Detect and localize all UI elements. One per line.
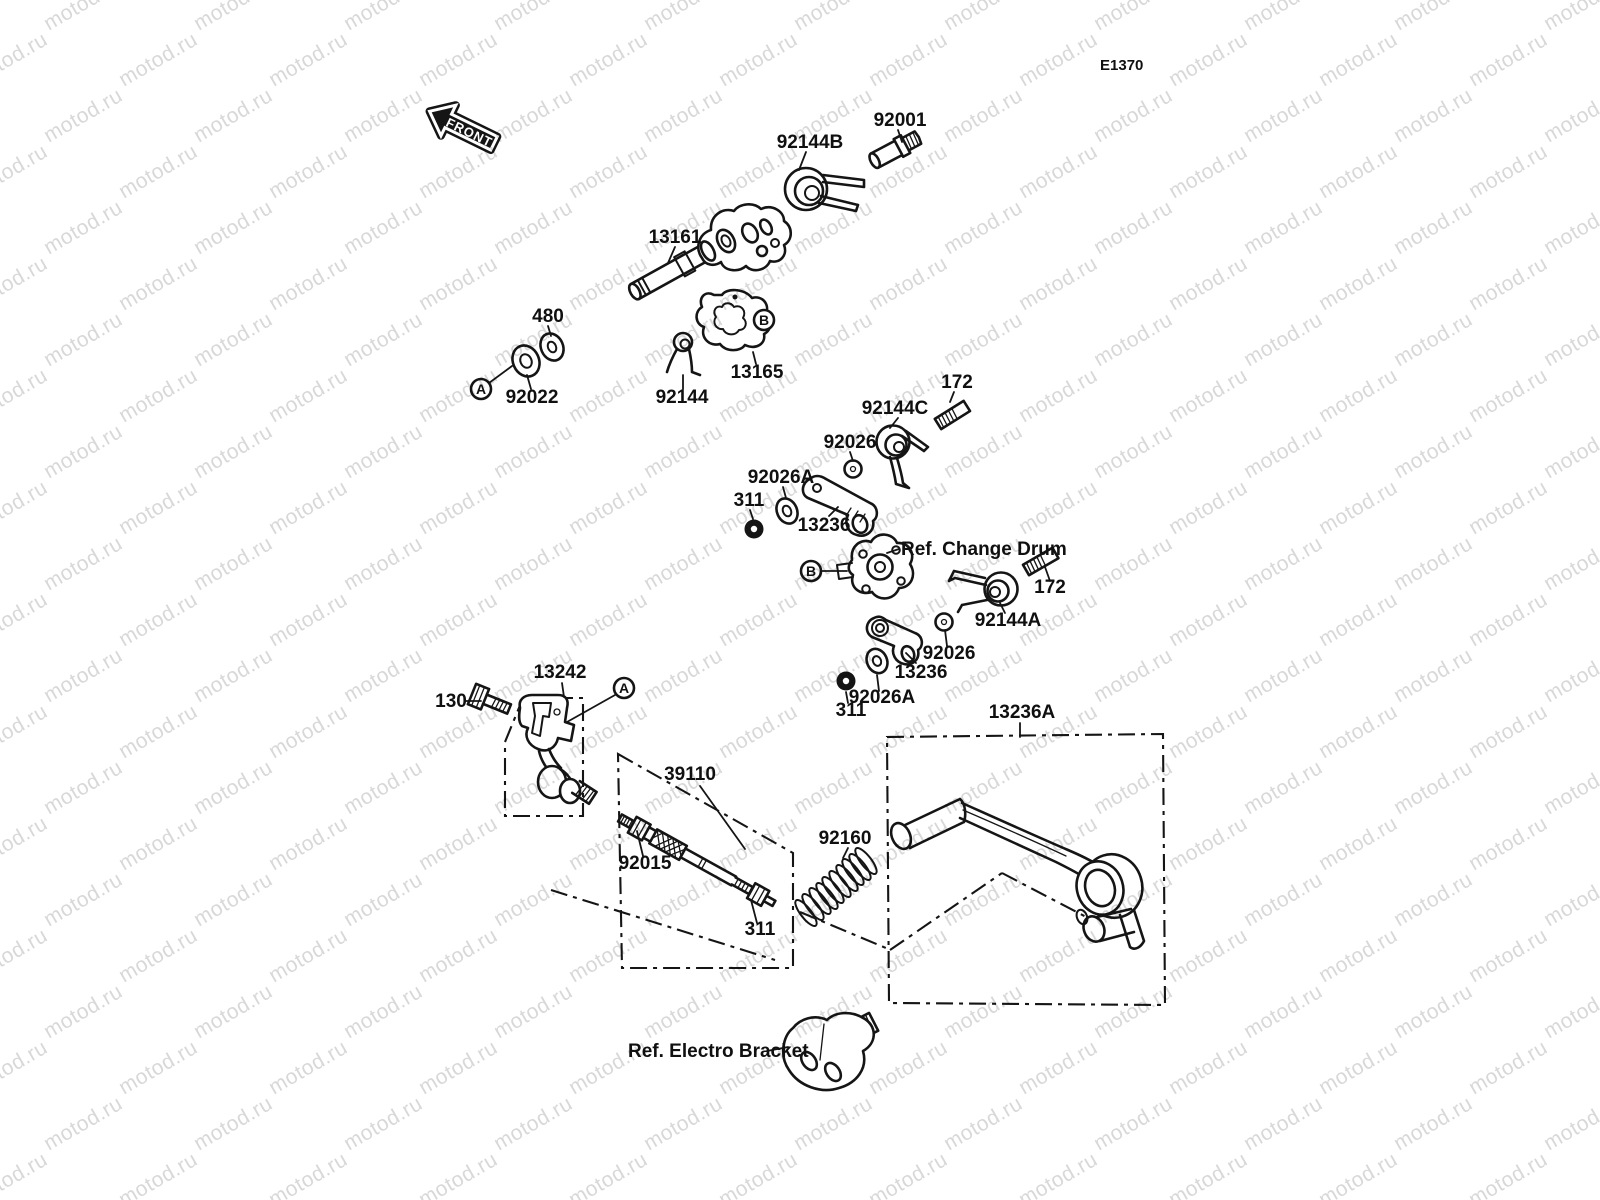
pedal-13236a xyxy=(889,797,1146,950)
label-92022: 92022 xyxy=(506,387,559,408)
label-13165: 13165 xyxy=(731,362,784,383)
stud-172-upper xyxy=(933,399,972,431)
callout-b-2: B xyxy=(799,559,823,583)
spring-92144a xyxy=(947,569,1019,614)
seal-480 xyxy=(539,332,565,362)
label-92026-upper: 92026 xyxy=(824,432,877,453)
front-arrow: FRONT xyxy=(425,101,502,155)
callout-b-1-letter: B xyxy=(759,312,769,328)
callout-a-2-letter: A xyxy=(619,680,629,696)
assembly-boxes xyxy=(503,696,1167,1007)
bracket-13242 xyxy=(517,693,598,806)
label-13236a-assy: 13236A xyxy=(989,702,1056,723)
label-13236-lower: 13236 xyxy=(895,662,948,683)
stud-172-lower xyxy=(1021,546,1060,577)
label-311-upper: 311 xyxy=(734,490,765,511)
label-172-lower: 172 xyxy=(1034,577,1066,598)
leader-lines xyxy=(465,129,1051,1052)
label-130: 130 xyxy=(435,691,467,712)
label-92144b: 92144B xyxy=(777,132,844,153)
label-92160: 92160 xyxy=(819,828,872,849)
callout-b-1: B xyxy=(752,308,776,332)
label-13161: 13161 xyxy=(649,227,702,248)
rod-39110 xyxy=(616,813,777,908)
diagram-code: E1370 xyxy=(1100,57,1143,74)
label-172-upper: 172 xyxy=(941,372,973,393)
label-13242: 13242 xyxy=(534,662,587,683)
washer-92026a-lower xyxy=(865,647,889,675)
ring-92026-upper xyxy=(843,459,863,479)
callout-b-2-letter: B xyxy=(806,563,816,579)
nut-311-lower xyxy=(836,671,856,691)
label-92026a-upper: 92026A xyxy=(748,467,815,488)
label-92144c: 92144C xyxy=(862,398,929,419)
washer-92022 xyxy=(511,344,541,378)
bolt-92001 xyxy=(868,130,923,170)
spring-92160 xyxy=(794,846,878,928)
label-ref-change-drum: Ref. Change Drum xyxy=(901,539,1067,560)
washer-92026a-upper xyxy=(775,497,799,525)
spring-92144 xyxy=(665,331,702,377)
label-92026-lower: 92026 xyxy=(923,643,976,664)
callout-a-1: A xyxy=(469,377,493,401)
label-39110: 39110 xyxy=(664,764,716,785)
spring-92144b xyxy=(783,166,866,213)
label-13236-upper: 13236 xyxy=(798,515,851,536)
callout-a-2: A xyxy=(612,676,636,700)
bolt-130 xyxy=(466,682,513,715)
label-480: 480 xyxy=(532,306,564,327)
electro-bracket xyxy=(781,1011,880,1092)
ring-92026-lower xyxy=(934,612,954,632)
label-ref-electro-bracket: Ref. Electro Bracket xyxy=(628,1041,809,1062)
label-92026a-lower: 92026A xyxy=(849,687,916,708)
nut-311-upper xyxy=(744,519,764,539)
label-311-lower: 311 xyxy=(836,700,867,721)
label-92144: 92144 xyxy=(656,387,709,408)
spring-92144c xyxy=(875,424,930,490)
callout-a-1-letter: A xyxy=(476,381,486,397)
label-92144a: 92144A xyxy=(975,610,1042,631)
label-311-rod: 311 xyxy=(745,919,776,940)
plate-13165 xyxy=(695,288,772,352)
lever-13236-upper xyxy=(801,474,879,537)
shaft-13161 xyxy=(627,203,793,301)
label-92001: 92001 xyxy=(874,110,927,131)
label-92015: 92015 xyxy=(619,853,672,874)
